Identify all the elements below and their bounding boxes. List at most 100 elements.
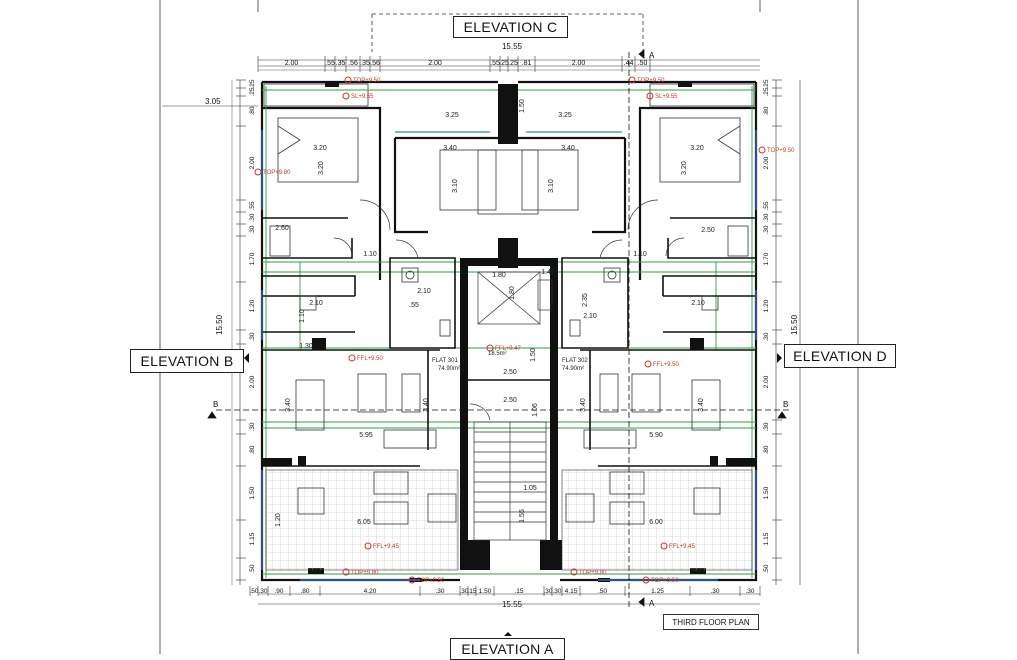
bottom-dimension-label: .15 (514, 588, 523, 595)
left-dimension-label: 1.50 (249, 486, 256, 499)
room-dimension-label: 3.20 (681, 161, 688, 175)
right-dimension-label: .30 (763, 213, 770, 222)
level-marker-label: FFL+9.45 (373, 544, 400, 550)
level-marker-icon (342, 92, 350, 100)
room-dimension-label: 2.60 (275, 225, 289, 232)
room-dimension-label: 1.05 (523, 485, 537, 492)
top-dimension-label: .25 (499, 60, 509, 67)
bottom-dimension-label: 1.50 (479, 588, 492, 595)
left-dimension-label: 1.15 (249, 532, 256, 545)
room-dimension-label: 5.95 (359, 432, 373, 439)
bottom-dimension-label: .15 (467, 588, 476, 595)
level-marker-icon (364, 542, 372, 550)
left-dimension-label: .25 (249, 87, 256, 96)
top-dimension-label: 2.00 (285, 60, 299, 67)
room-dimension-label: 6.05 (357, 519, 371, 526)
section-marker-b-right: B (783, 400, 788, 409)
top-dimension-label: .81 (522, 60, 532, 67)
left-dimension-label: .80 (249, 106, 256, 115)
room-dimension-label: 3.20 (690, 145, 704, 152)
room-dimension-label: 1.50 (530, 348, 537, 362)
left-dimension-label: .50 (249, 564, 256, 573)
top-dimension-label: .56 (348, 60, 358, 67)
level-marker-label: TOP+9.80 (579, 570, 607, 576)
level-marker-icon (758, 146, 766, 154)
top-dimension-label: .55 (325, 60, 335, 67)
room-dimension-label: 3.20 (318, 161, 325, 175)
section-marker-b-left: B (213, 400, 218, 409)
overall-width-bottom: 15.55 (502, 600, 523, 609)
level-marker-label: FFL+9.50 (357, 356, 384, 362)
bottom-dimension-label: .30 (459, 588, 468, 595)
room-dimension-label: 2.50 (701, 227, 715, 234)
elevation-a-label: ELEVATION A (450, 638, 565, 660)
right-dimension-label: .30 (763, 225, 770, 234)
elevation-c-label: ELEVATION C (453, 16, 568, 38)
top-dimension-label: .56 (370, 60, 380, 67)
room-dimension-label: 1.10 (363, 251, 377, 258)
level-marker-label: TOP+9.80 (351, 570, 379, 576)
level-marker-label: TOP+9.50 (651, 578, 679, 584)
room-dimension-label: 3.10 (548, 179, 555, 193)
room-dimension-label: 1.55 (519, 509, 526, 523)
top-dimension-label: .55 (490, 60, 500, 67)
room-dimension-label: 2.50 (503, 369, 517, 376)
flat-302-name: FLAT 302 (562, 358, 588, 364)
room-dimension-label: 2.35 (582, 293, 589, 307)
level-marker-label: TOP+9.50 (637, 78, 665, 84)
room-dimension-label: 6.00 (649, 519, 663, 526)
bottom-dimension-label: .80 (300, 588, 309, 595)
windows (261, 130, 757, 581)
bottom-dimension-label: .90 (274, 588, 283, 595)
room-dimension-label: 1.45 (541, 269, 555, 276)
level-marker-label: FFL+9.45 (669, 544, 696, 550)
room-dimension-label: 5.90 (649, 432, 663, 439)
overall-width-top: 15.55 (502, 42, 523, 51)
left-dimension-label: 1.20 (249, 299, 256, 312)
level-marker-label: TOP+9.50 (353, 78, 381, 84)
columns (262, 84, 756, 582)
room-dimension-label: 2.10 (417, 288, 431, 295)
flat-302-area: 74.90m² (562, 366, 584, 372)
room-dimension-label: 3.40 (423, 398, 430, 412)
left-dimension-label: 2.00 (249, 156, 256, 169)
elevation-c-bracket (371, 13, 644, 52)
top-dimension-label: 2.00 (428, 60, 442, 67)
interior-walls (262, 217, 756, 467)
section-marker-a-top: A (649, 51, 655, 60)
left-dimension-label: 2.00 (249, 375, 256, 388)
room-dimension-label: 1.20 (275, 513, 282, 527)
furniture (269, 149, 749, 525)
section-cut-a (628, 49, 645, 610)
right-dimension-label: .80 (763, 445, 770, 454)
level-marker-icon (646, 92, 654, 100)
level-marker-icon (644, 360, 652, 368)
bottom-dimension-label: .30 (258, 588, 267, 595)
bottom-dimension-label: .30 (543, 588, 552, 595)
right-dimension-label: .30 (763, 422, 770, 431)
right-dimension-label: .25 (763, 79, 770, 88)
right-dimension-label: 1.15 (763, 532, 770, 545)
section-cut-b (207, 409, 790, 419)
level-marker-icon (642, 576, 650, 584)
bottom-dimension-label: 4.15 (565, 588, 578, 595)
level-marker-icon (486, 344, 494, 352)
elevation-a-arrow (504, 632, 512, 636)
room-dimension-label: 3.40 (443, 145, 457, 152)
bottom-dimension-label: 1.25 (651, 588, 664, 595)
left-dimension-label: .25 (249, 79, 256, 88)
balcony-rail-left (263, 83, 369, 107)
room-dimension-label: 2.10 (583, 313, 597, 320)
level-marker-icon (254, 168, 262, 176)
overall-height-right: 15.50 (790, 314, 799, 335)
level-marker-icon (344, 76, 352, 84)
level-marker-icon (408, 576, 416, 584)
level-marker-label: TOP+9.50 (417, 578, 445, 584)
room-dimension-label: 2.10 (691, 300, 705, 307)
room-dimension-label: 3.25 (558, 112, 572, 119)
room-dimension-label: 3.10 (452, 179, 459, 193)
left-dimension-label: .30 (249, 332, 256, 341)
flat-301-area: 74.90m² (438, 366, 460, 372)
room-dimension-label: 1.80 (492, 272, 506, 279)
